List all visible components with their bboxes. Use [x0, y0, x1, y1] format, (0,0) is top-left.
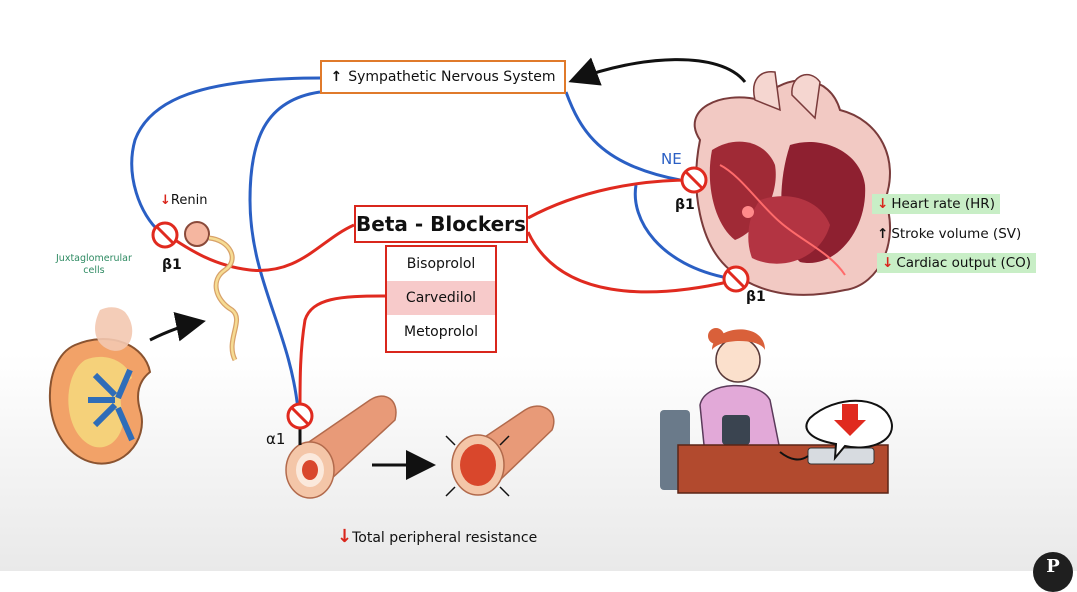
sns-to-heart-top-line [564, 91, 681, 182]
blocker-lines [171, 178, 733, 409]
tpr-label: ↓Total peripheral resistance [337, 526, 538, 547]
sympathetic-lines [130, 76, 729, 411]
kidney-illustration [48, 307, 206, 465]
beta-blockers-title: Beta - Blockers [356, 212, 526, 236]
effect-heart-rate: ↓ Heart rate (HR) [872, 194, 1000, 214]
down-arrow-icon: ↓ [877, 196, 889, 212]
nephron-illustration [184, 221, 239, 362]
bb-to-heart-top-line [527, 178, 693, 220]
block-icon [151, 166, 750, 430]
bb-to-heart-bottom-line [526, 231, 733, 294]
down-arrow-icon: ↓ [160, 193, 171, 208]
woman-bp-monitor-illustration [660, 328, 893, 494]
diagram-canvas [48, 57, 893, 499]
down-arrow-icon: ↓ [337, 526, 353, 547]
blood-vessel-illustration [285, 395, 555, 499]
drug-list: Bisoprolol Carvedilol Metoprolol [385, 245, 497, 353]
logo: P [1033, 552, 1073, 592]
down-arrow-icon: ↓ [882, 255, 894, 271]
juxtaglomerular-label: Juxtaglomerular cells [56, 253, 132, 276]
heart-illustration [693, 71, 891, 296]
drug-item-carvedilol: Carvedilol [387, 281, 495, 315]
sympathetic-nervous-system-box: ↑ Sympathetic Nervous System [320, 60, 566, 94]
heart-to-sns-arrow [568, 57, 747, 86]
drug-item-metoprolol: Metoprolol [404, 324, 478, 340]
beta-blockers-box: Beta - Blockers [354, 205, 528, 243]
bb-to-kidney-line [171, 223, 355, 272]
effect-cardiac-output: ↓ Cardiac output (CO) [877, 253, 1037, 273]
heart-beta1-bottom-label: β1 [746, 289, 766, 305]
alpha1-label: α1 [266, 430, 286, 448]
heart-beta1-top-label: β1 [675, 197, 695, 213]
sns-to-heart-bottom-line [633, 184, 729, 280]
kidney-beta1-label: β1 [162, 257, 182, 273]
effect-stroke-volume: ↑ Stroke volume (SV) [877, 226, 1022, 242]
drug-item-bisoprolol: Bisoprolol [406, 256, 476, 272]
up-arrow-icon: ↑ [877, 226, 889, 242]
sns-label: Sympathetic Nervous System [348, 69, 556, 85]
sns-to-vessel-line [248, 90, 321, 411]
ne-label: NE [661, 150, 682, 168]
up-arrow-icon: ↑ [330, 69, 343, 85]
renin-label: ↓Renin [160, 193, 208, 208]
carvedilol-to-vessel-line [298, 294, 386, 409]
sns-to-kidney-line [130, 76, 323, 234]
